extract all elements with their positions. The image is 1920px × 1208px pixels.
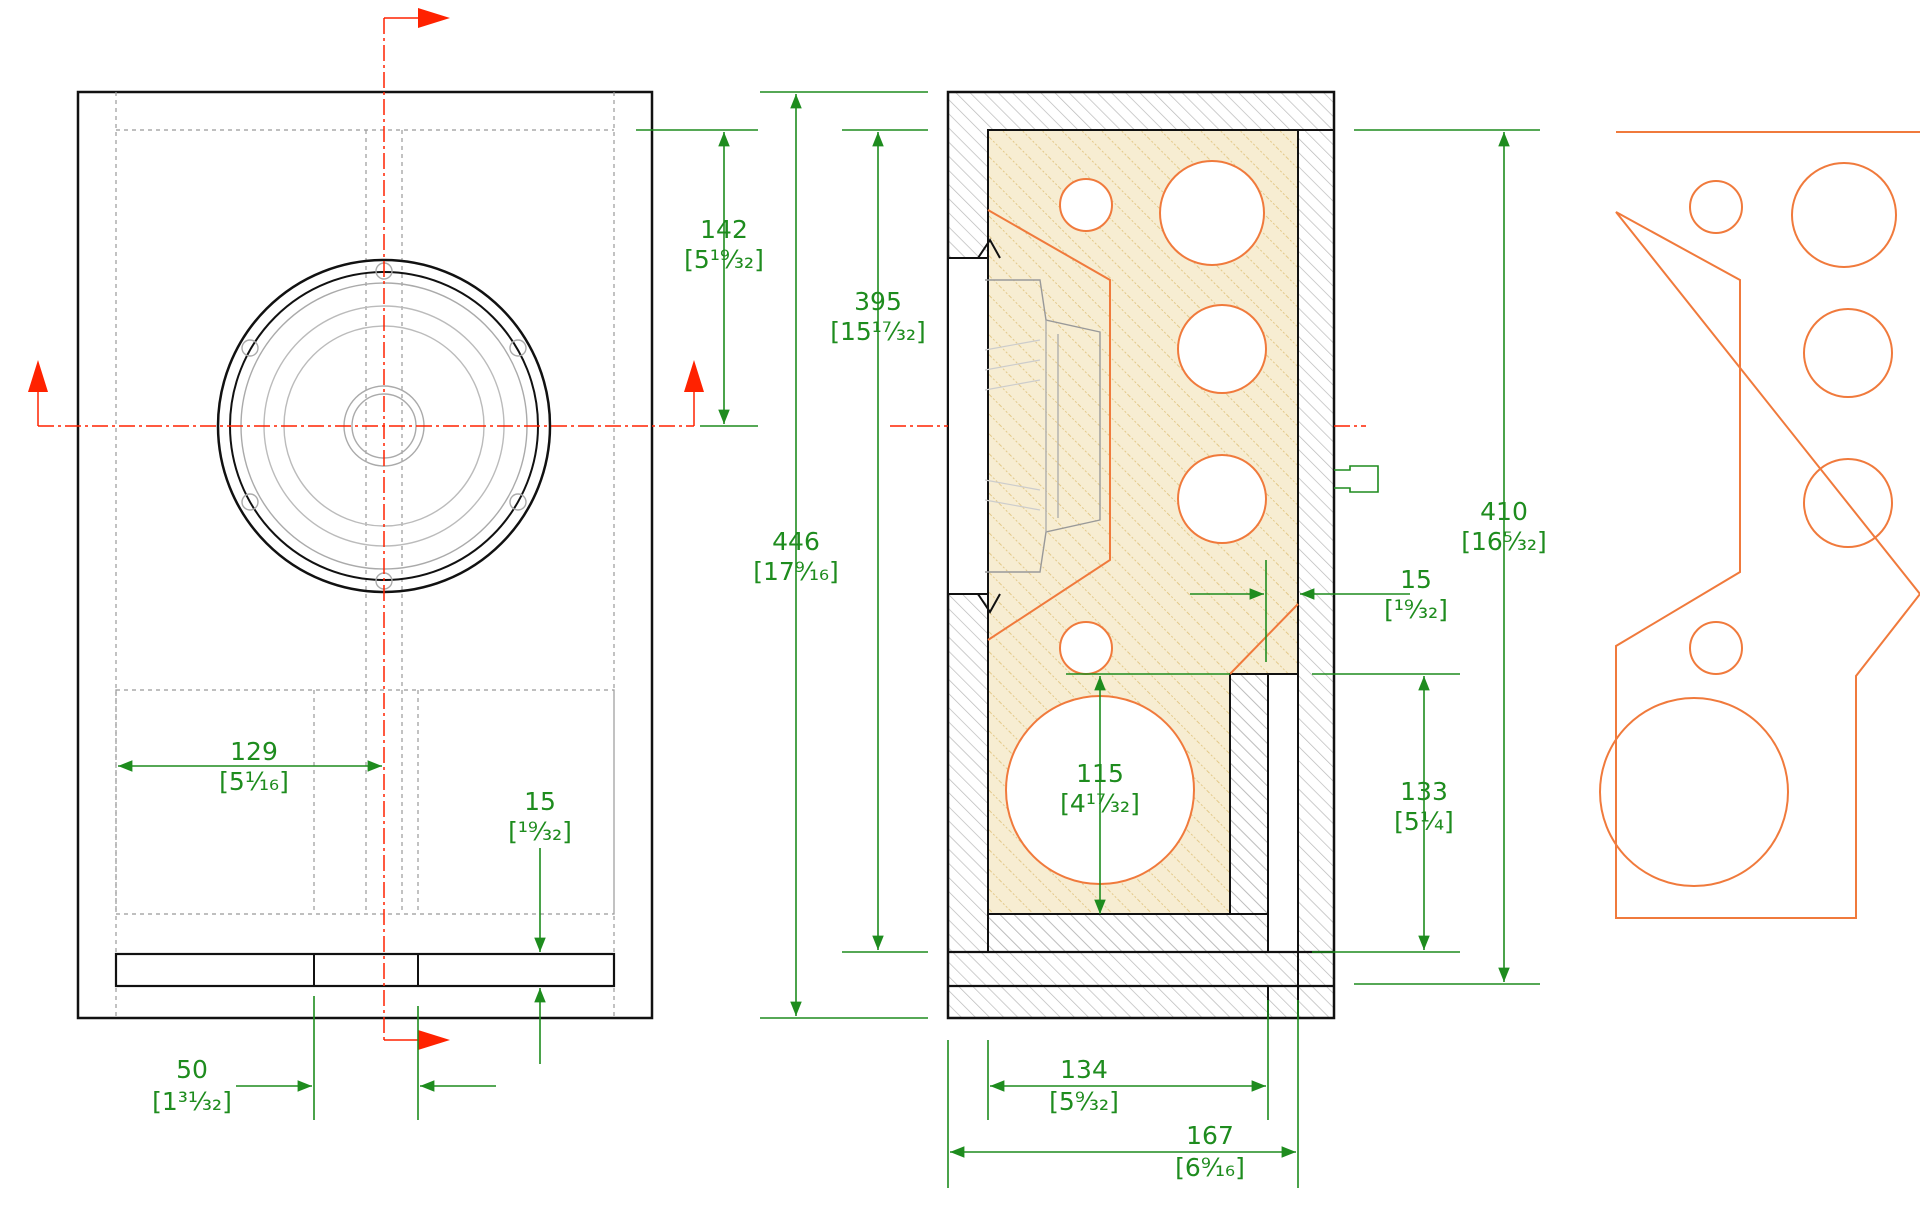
- driver-profile: [947, 238, 1101, 614]
- front-outer-outline: [76, 90, 654, 1020]
- dim-167-imperial: [6⁹⁄₁₆]: [1175, 1153, 1245, 1182]
- rear-terminal: [1334, 465, 1379, 493]
- dim-142-value: 142: [700, 215, 748, 244]
- dim-129-imperial: [5¹⁄₁₆]: [219, 767, 289, 796]
- section-arrow-heads: [28, 8, 704, 1050]
- front-plinth: [114, 952, 616, 988]
- dim-134-imperial: [5⁹⁄₃₂]: [1049, 1087, 1119, 1116]
- front-view: [28, 8, 704, 1050]
- dim-50-imperial: [1³¹⁄₃₂]: [152, 1087, 232, 1116]
- dim-133-imperial: [5¼]: [1394, 807, 1454, 836]
- dim-115-imperial: [4¹⁷⁄₃₂]: [1060, 789, 1140, 818]
- dim-446-value: 446: [772, 527, 820, 556]
- dim-446-imperial: [17⁹⁄₁₆]: [753, 557, 839, 586]
- dim-50-value: 50: [176, 1055, 208, 1084]
- brace-panel-view: [1599, 131, 1920, 919]
- dim-15-plinth-imperial: [¹⁹⁄₃₂]: [508, 817, 572, 846]
- dim-395-imperial: [15¹⁷⁄₃₂]: [830, 317, 926, 346]
- dimension-lines: [118, 91, 1540, 1188]
- dim-410-imperial: [16⁵⁄₃₂]: [1461, 527, 1547, 556]
- dim-133-value: 133: [1400, 777, 1448, 806]
- side-section-view: [890, 90, 1379, 1020]
- dim-115-value: 115: [1076, 759, 1124, 788]
- dim-129-value: 129: [230, 737, 278, 766]
- dim-167-value: 167: [1186, 1121, 1234, 1150]
- front-section-lines: [38, 18, 694, 1040]
- dim-15-plinth-value: 15: [524, 787, 556, 816]
- dim-15-panel-value: 15: [1400, 565, 1432, 594]
- dim-142-imperial: [5¹⁹⁄₃₂]: [684, 245, 764, 274]
- dim-15-panel-imperial: [¹⁹⁄₃₂]: [1384, 595, 1448, 624]
- dim-134-value: 134: [1060, 1055, 1108, 1084]
- dimension-labels: 142 [5¹⁹⁄₃₂] 395 [15¹⁷⁄₃₂] 446 [17⁹⁄₁₆] …: [152, 215, 1547, 1182]
- brace-outline: [987, 209, 1111, 641]
- dim-395-value: 395: [854, 287, 902, 316]
- dim-410-value: 410: [1480, 497, 1528, 526]
